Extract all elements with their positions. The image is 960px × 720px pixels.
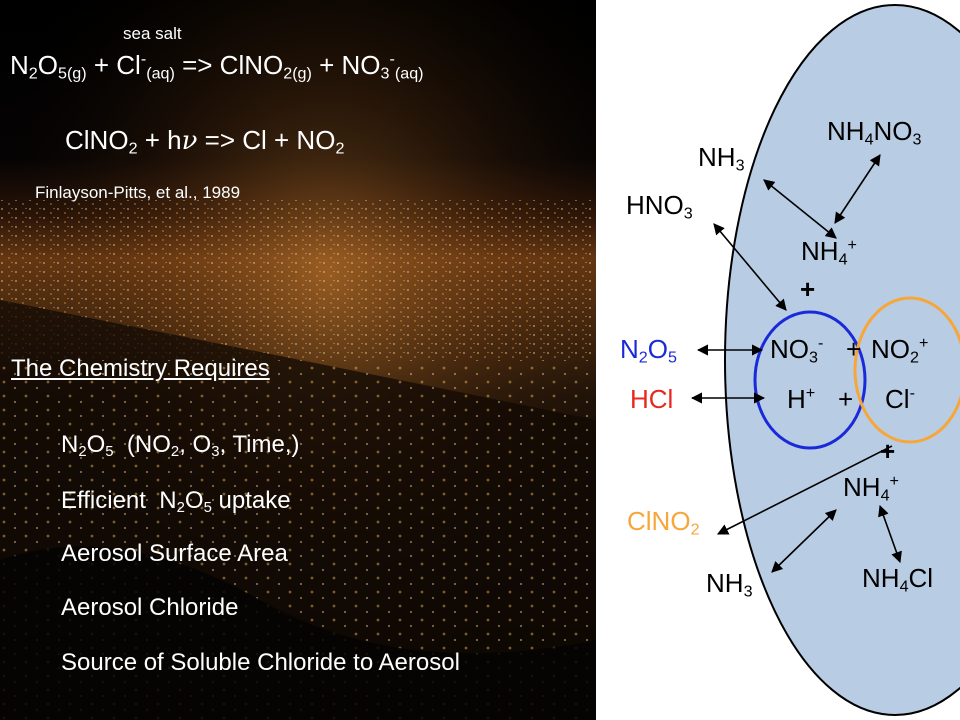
label-nh3-top: NH3 [698,142,745,175]
label-hcl: HCl [630,384,674,414]
label-clno2: ClNO2 [627,506,700,539]
requirement-surface-area: Aerosol Surface Area [61,540,288,567]
requires-heading: The Chemistry Requires [11,355,270,382]
arrow-nh3-nh4-top [763,179,837,239]
label-hno3: HNO3 [626,190,693,223]
requirement-chloride-source: Source of Soluble Chloride to Aerosol [61,649,460,676]
label-no3-ion: NO3- [770,334,824,367]
label-nh4-top: NH4+ [801,236,857,269]
reaction-clno2-photolysis: ClNO2 + hν => Cl + NO2 [65,125,345,158]
label-no2-ion: NO2+ [871,334,929,367]
plus-bottom: + [880,436,896,466]
arrow-hno3-no3 [713,223,787,311]
arrow-cl-clno2 [717,445,893,535]
requirement-uptake: Efficient N2O5 uptake [61,487,291,517]
label-cl-ion: Cl- [885,384,915,414]
city-lights-image [0,0,596,720]
arrow-nh4-nh4cl [878,504,902,564]
label-n2o5: N2O5 [620,334,677,367]
label-nh4cl: NH4Cl [862,563,934,596]
label-nh3-bottom: NH3 [706,568,753,601]
plus-mid: + [846,334,862,364]
nitrate-ellipse [753,310,867,450]
label-nh4-bottom: NH4+ [843,472,899,505]
plus-top: + [800,274,816,304]
night-city-photo [0,0,596,720]
arrow-nh4-nh4no3 [834,154,881,224]
requirement-chloride: Aerosol Chloride [61,594,239,621]
reaction-n2o5-chloride: N2O5(g) + Cl-(aq) => ClNO2(g) + NO3-(aq) [10,50,424,83]
label-h-ion: H+ [787,384,816,414]
requirement-n2o5: N2O5 (NO2, O3, Time,) [61,431,300,461]
label-nh4no3: NH4NO3 [827,116,922,149]
plus-h: + [838,384,854,414]
arrow-nh3-nh4-bottom [771,509,837,573]
sea-salt-annotation: sea salt [123,24,182,43]
chloride-ellipse [853,296,960,444]
citation: Finlayson-Pitts, et al., 1989 [35,183,241,202]
